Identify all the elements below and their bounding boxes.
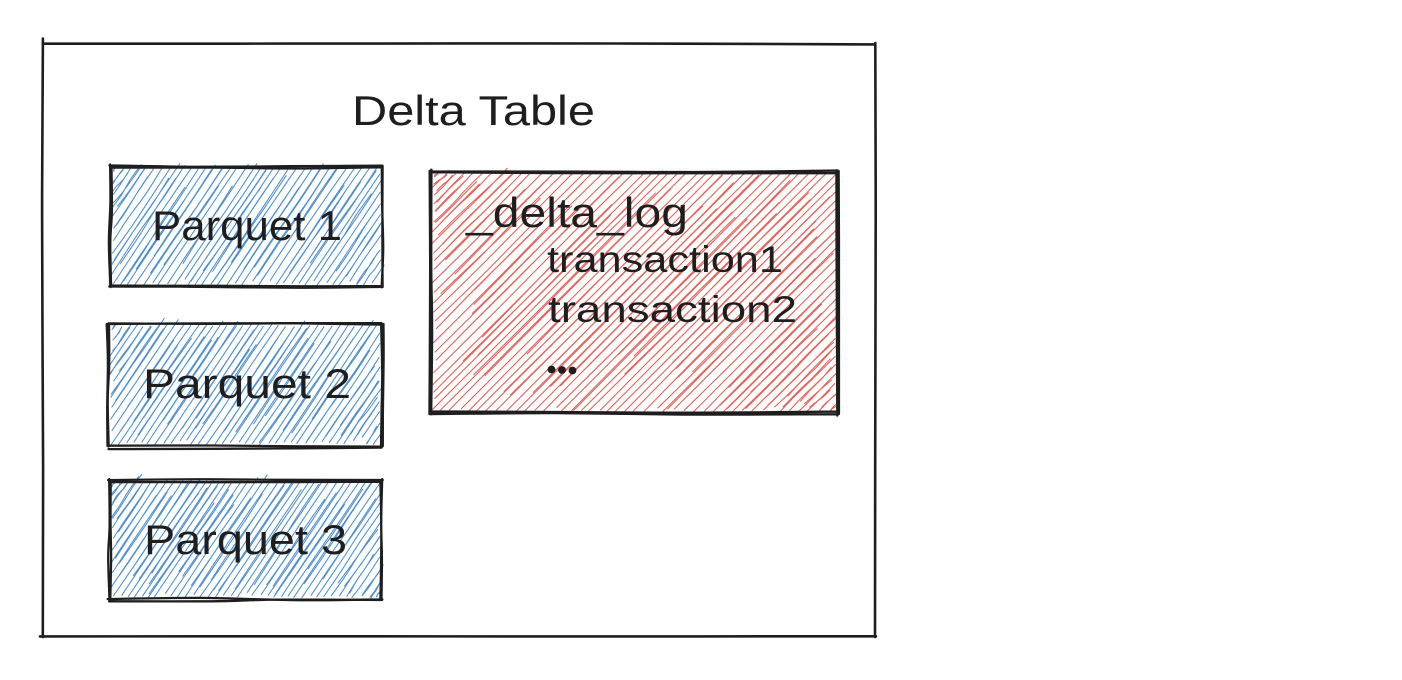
- svg-text:transaction1: transaction1: [547, 239, 783, 280]
- svg-text:_delta_log: _delta_log: [465, 189, 688, 236]
- svg-text:transaction2: transaction2: [548, 289, 797, 330]
- svg-text:Parquet 3: Parquet 3: [144, 516, 347, 563]
- svg-text:Parquet 1: Parquet 1: [152, 202, 342, 249]
- svg-text:Parquet 2: Parquet 2: [143, 360, 351, 407]
- svg-text:Delta Table: Delta Table: [352, 87, 595, 134]
